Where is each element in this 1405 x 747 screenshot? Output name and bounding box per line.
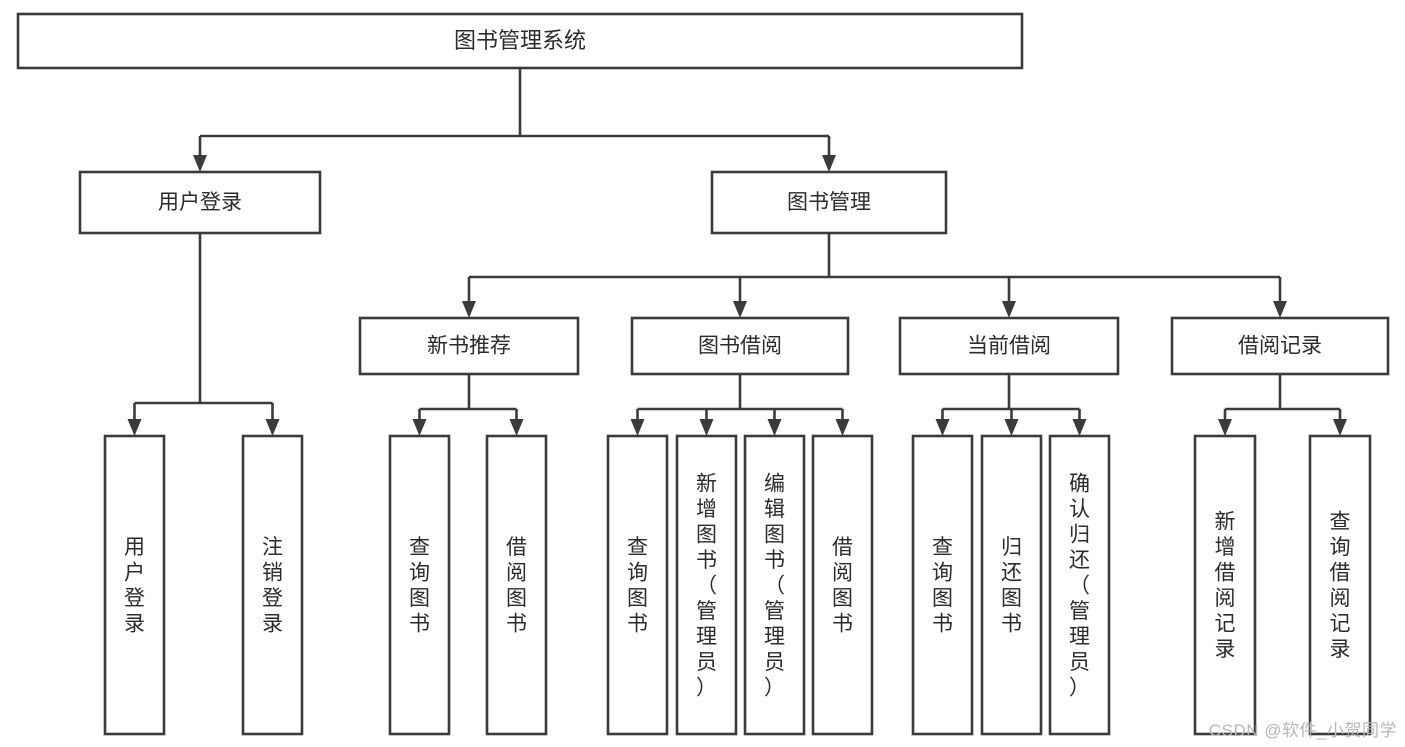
node-box-leaf-query-record [1308,434,1372,736]
node-layer: 图书管理系统用户登录图书管理新书推荐图书借阅当前借阅借阅记录用户登录注销登录查询… [16,12,1390,736]
arrow-head-user-login-0 [127,419,142,436]
arrow-head-book-borrow-0 [630,419,645,436]
node-box-new-book-recommend [358,316,580,376]
node-book-manage[interactable]: 图书管理 [710,170,948,235]
arrow-head-book-manage-0 [462,301,476,318]
connector-layer [127,68,1347,436]
node-label-new-book-recommend: 新书推荐 [427,335,511,358]
node-label-current-borrow: 当前借阅 [967,335,1051,358]
node-leaf-add-book[interactable]: 新增图书（管理员） [675,434,738,736]
arrow-head-borrow-record-0 [1218,419,1232,436]
node-box-leaf-return-book [980,434,1043,736]
node-leaf-query-book-3[interactable]: 查询图书 [911,434,974,736]
arrow-head-root-1 [822,155,836,172]
csdn-watermark: CSDN @软件_小贺同学 [1208,721,1397,740]
arrow-head-book-manage-3 [1273,301,1287,318]
node-box-borrow-record [1170,316,1390,376]
node-leaf-return-book[interactable]: 归还图书 [980,434,1043,736]
node-leaf-borrow-book-2[interactable]: 借阅图书 [811,434,874,736]
node-label-book-borrow: 图书借阅 [698,335,782,358]
arrow-head-borrow-record-1 [1333,419,1347,436]
node-undefined[interactable]: 图书管理系统 [16,12,1024,70]
arrow-head-book-manage-2 [1002,301,1016,318]
node-label-leaf-query-book-3: 查询图书 [932,536,953,636]
arrow-head-current-borrow-2 [1072,419,1087,436]
node-box-current-borrow [898,316,1120,376]
node-leaf-user-login[interactable]: 用户登录 [103,434,166,736]
arrow-head-book-manage-1 [733,301,747,318]
node-label-leaf-query-book-2: 查询图书 [627,536,648,636]
node-box-leaf-query-book-1 [388,434,451,736]
node-box-leaf-user-login [103,434,166,736]
node-label-leaf-confirm-return: 确认归还（管理员） [1069,472,1090,699]
node-label-leaf-return-book: 归还图书 [1001,536,1022,636]
node-label-leaf-edit-book: 编辑图书（管理员） [764,472,785,699]
node-leaf-borrow-book-1[interactable]: 借阅图书 [485,434,548,736]
node-leaf-query-book-1[interactable]: 查询图书 [388,434,451,736]
node-label-leaf-query-book-1: 查询图书 [409,536,430,636]
arrow-head-book-borrow-1 [699,419,714,436]
node-box-leaf-logout [241,434,304,736]
node-box-book-manage [710,170,948,235]
node-current-borrow[interactable]: 当前借阅 [898,316,1120,376]
node-leaf-confirm-return[interactable]: 确认归还（管理员） [1048,434,1111,736]
arrow-head-current-borrow-0 [935,419,950,436]
arrow-head-root-0 [193,155,207,172]
node-box-leaf-add-record [1193,434,1257,736]
node-box-book-borrow [630,316,850,376]
arrow-head-current-borrow-1 [1004,419,1019,436]
node-label-leaf-add-book: 新增图书（管理员） [696,472,717,699]
arrow-head-new-book-recommend-1 [509,419,524,436]
node-label-leaf-add-record: 新增借阅记录 [1215,511,1236,662]
node-box-leaf-borrow-book-1 [485,434,548,736]
node-leaf-query-record[interactable]: 查询借阅记录 [1308,434,1372,736]
node-box-undefined [16,12,1024,70]
node-label-book-manage: 图书管理 [787,191,871,214]
node-user-login[interactable]: 用户登录 [78,170,322,235]
node-label-leaf-user-login: 用户登录 [124,536,145,636]
node-borrow-record[interactable]: 借阅记录 [1170,316,1390,376]
node-label-user-login: 用户登录 [158,191,242,214]
node-new-book-recommend[interactable]: 新书推荐 [358,316,580,376]
arrow-head-new-book-recommend-0 [412,419,427,436]
arrow-head-book-borrow-2 [767,419,782,436]
node-leaf-edit-book[interactable]: 编辑图书（管理员） [743,434,806,736]
node-label-undefined: 图书管理系统 [454,28,586,53]
node-label-leaf-borrow-book-1: 借阅图书 [506,536,527,636]
node-box-leaf-edit-book [743,434,806,736]
arrow-head-user-login-1 [265,419,280,436]
node-leaf-add-record[interactable]: 新增借阅记录 [1193,434,1257,736]
node-box-user-login [78,170,322,235]
node-box-leaf-query-book-3 [911,434,974,736]
node-box-leaf-add-book [675,434,738,736]
node-leaf-logout[interactable]: 注销登录 [241,434,304,736]
node-box-leaf-query-book-2 [606,434,669,736]
node-label-leaf-logout: 注销登录 [262,536,283,636]
node-box-leaf-borrow-book-2 [811,434,874,736]
node-leaf-query-book-2[interactable]: 查询图书 [606,434,669,736]
node-label-leaf-query-record: 查询借阅记录 [1330,511,1351,662]
node-box-leaf-confirm-return [1048,434,1111,736]
node-book-borrow[interactable]: 图书借阅 [630,316,850,376]
node-label-leaf-borrow-book-2: 借阅图书 [832,536,853,636]
node-label-borrow-record: 借阅记录 [1238,335,1322,358]
arrow-head-book-borrow-3 [835,419,850,436]
